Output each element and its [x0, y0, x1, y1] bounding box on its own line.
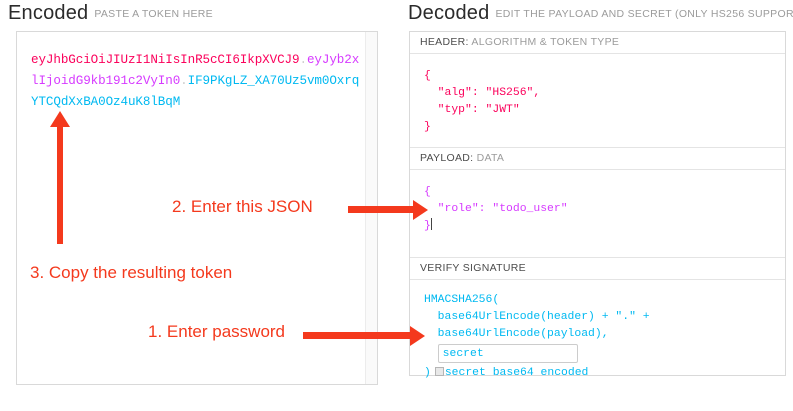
encoded-column-heading: Encoded PASTE A TOKEN HERE — [8, 2, 213, 25]
annotation-step-3: 3. Copy the resulting token — [30, 263, 233, 282]
jwt-token-text[interactable]: eyJhbGciOiJIUzI1NiIsInR5cCI6IkpXVCJ9.eyJ… — [31, 50, 361, 113]
annotation-arrow-3 — [49, 111, 70, 244]
signature-line-2: base64UrlEncode(header) + "." + — [424, 311, 650, 323]
text-caret — [430, 218, 432, 230]
payload-section-label: PAYLOAD: DATA — [410, 148, 785, 170]
decoded-subtitle: EDIT THE PAYLOAD AND SECRET (ONLY HS256 … — [495, 8, 793, 20]
payload-line-1: { — [424, 186, 431, 198]
token-signature-part: IF9PKgLZ_XA70Uz5vm0OxrqYTCQdXxBA0Oz4uK8l… — [31, 74, 360, 109]
header-section-label-bold: HEADER: — [420, 36, 469, 48]
signature-editor: HMACSHA256( base64UrlEncode(header) + ".… — [410, 280, 785, 390]
token-payload-part: eyJyb2xlIjoidG9kb191c2VyIn0 — [31, 53, 360, 88]
annotation-step-1: 1. Enter password — [148, 322, 286, 341]
payload-section-label-rest: DATA — [473, 152, 505, 164]
annotation-arrow-1 — [303, 325, 425, 346]
payload-section-label-bold: PAYLOAD: — [420, 152, 474, 164]
payload-line-2: "role": "todo_user" — [424, 203, 568, 215]
base64-encoded-label[interactable]: secret base64 encoded — [444, 367, 589, 379]
annotation-arrow-2 — [348, 199, 428, 220]
signature-line-3: base64UrlEncode(payload), — [424, 328, 609, 340]
decoded-column-heading: Decoded EDIT THE PAYLOAD AND SECRET (ONLY… — [408, 2, 793, 25]
signature-close-paren: ) — [424, 367, 431, 379]
token-separator-2: . — [180, 74, 188, 88]
token-separator-1: . — [299, 53, 307, 67]
payload-line-3: } — [424, 220, 431, 232]
annotation-step-2: 2. Enter this JSON — [172, 197, 313, 216]
signature-section-label: VERIFY SIGNATURE — [410, 258, 785, 280]
signature-section-label-bold: VERIFY SIGNATURE — [420, 262, 526, 274]
encoded-title: Encoded — [8, 2, 89, 24]
header-section-label-rest: ALGORITHM & TOKEN TYPE — [468, 36, 620, 48]
token-header-part: eyJhbGciOiJIUzI1NiIsInR5cCI6IkpXVCJ9 — [31, 53, 300, 67]
secret-input[interactable] — [437, 344, 578, 363]
payload-json-editor[interactable]: { "role": "todo_user" } — [410, 170, 785, 258]
encoded-subtitle: PASTE A TOKEN HERE — [94, 8, 213, 20]
signature-line-1: HMACSHA256( — [424, 294, 500, 306]
header-json-editor[interactable]: { "alg": "HS256", "typ": "JWT" } — [410, 54, 785, 148]
header-section-label: HEADER: ALGORITHM & TOKEN TYPE — [410, 32, 785, 54]
base64-encoded-checkbox[interactable] — [434, 367, 444, 376]
decoded-panel: HEADER: ALGORITHM & TOKEN TYPE { "alg": … — [409, 31, 786, 379]
decoded-title: Decoded — [408, 2, 490, 24]
